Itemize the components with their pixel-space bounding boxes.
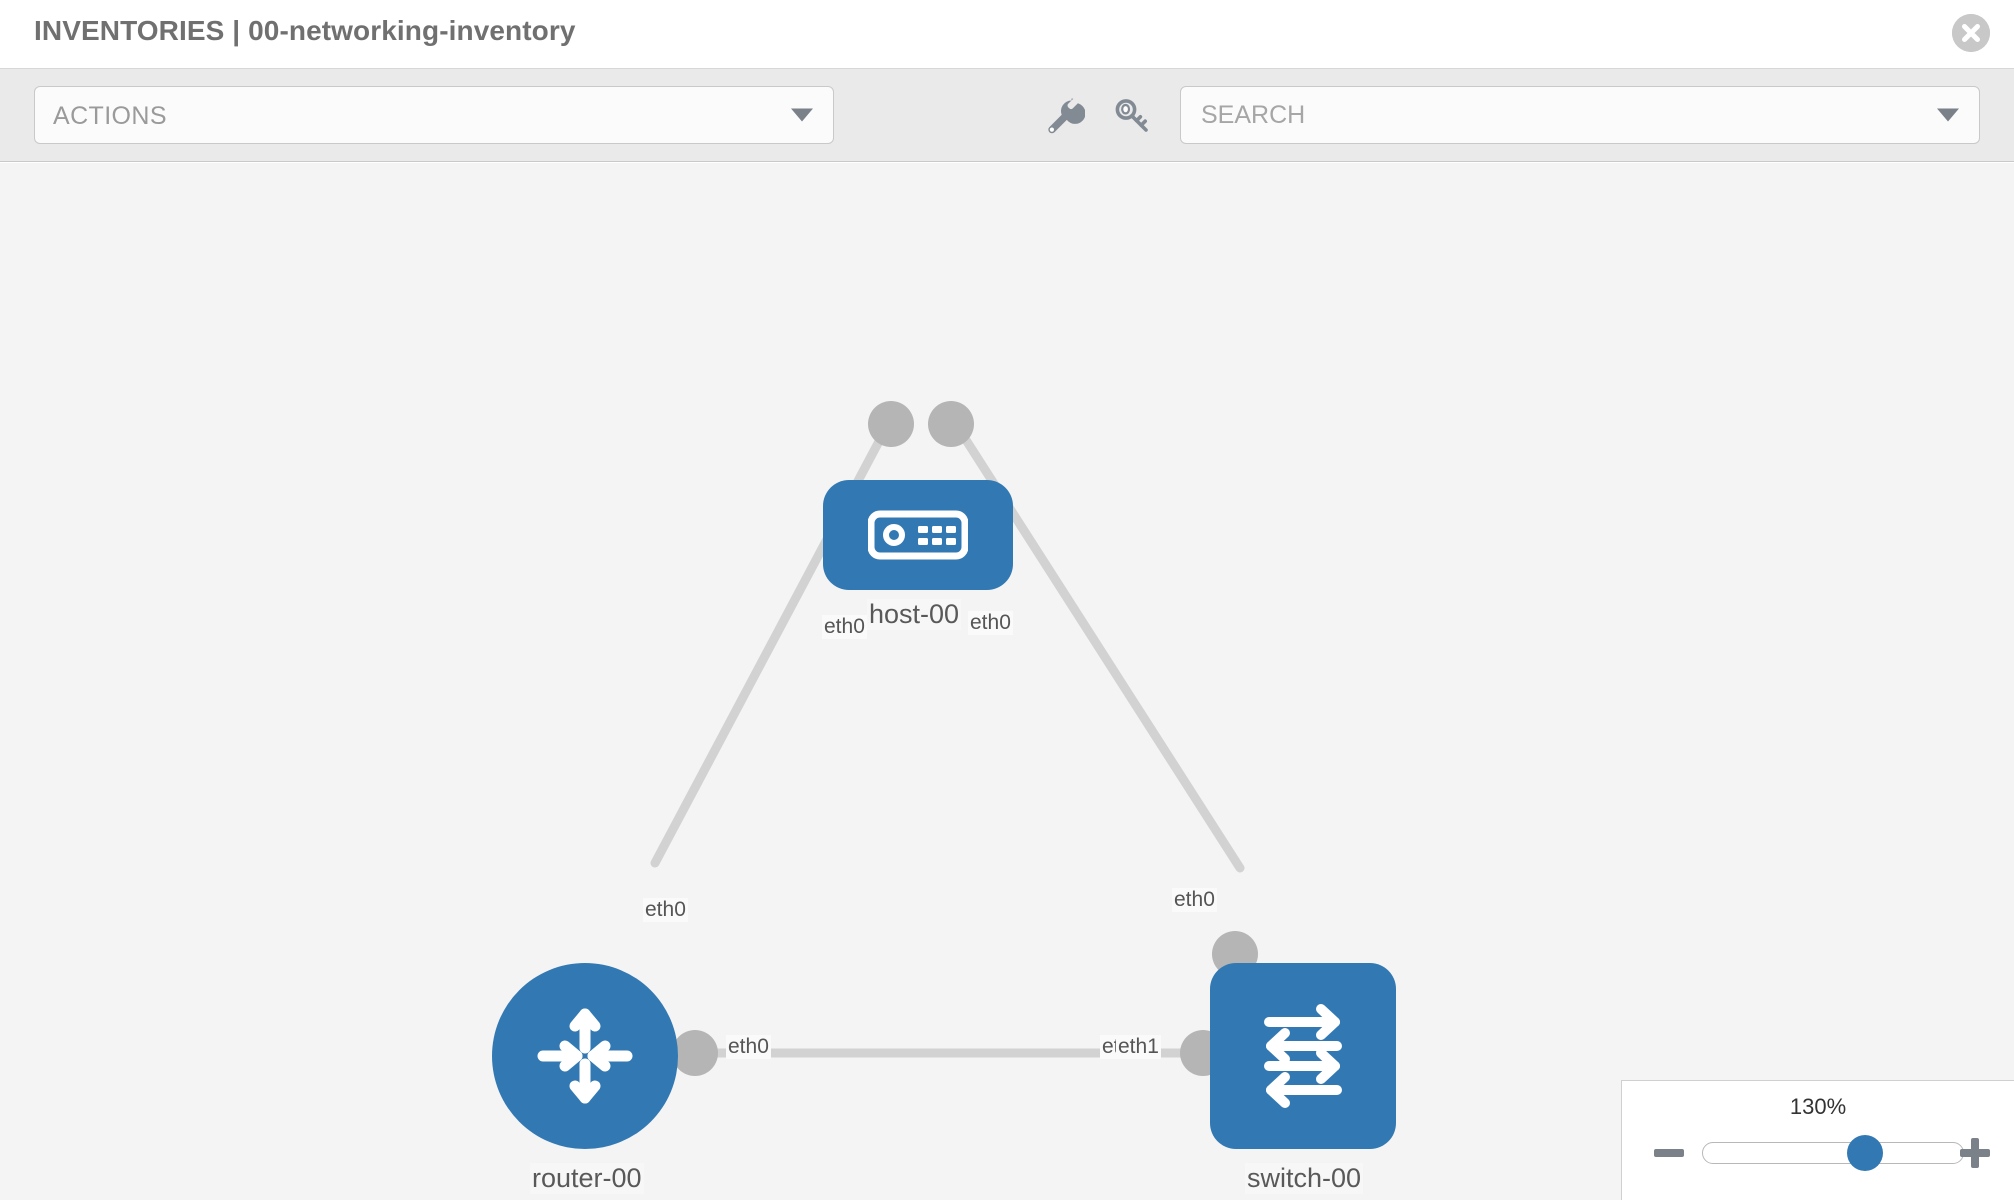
- router-arrows-icon: [537, 1008, 633, 1104]
- port-label-router-right: eth0: [726, 1035, 771, 1059]
- zoom-widget: 130%: [1621, 1080, 2014, 1200]
- node-label-host-00: host-00: [867, 599, 962, 630]
- server-icon: [868, 510, 968, 560]
- chevron-down-icon: [791, 108, 813, 122]
- node-router-00[interactable]: [492, 963, 678, 1149]
- page-title: INVENTORIES | 00-networking-inventory: [34, 15, 576, 46]
- search-box[interactable]: [1180, 86, 1980, 144]
- port-label-switch-left-front: eth1: [1116, 1035, 1161, 1059]
- topology-edges: [650, 410, 1245, 1058]
- port-label-switch-upper: eth0: [1172, 888, 1217, 912]
- topology-canvas[interactable]: eth0 host-00 eth0: [0, 163, 2014, 1200]
- port-label-host-left: eth0: [822, 615, 867, 639]
- zoom-slider-thumb[interactable]: [1847, 1135, 1884, 1171]
- switch-arrows-icon: [1264, 1004, 1342, 1108]
- toolbar: ACTIONS: [0, 69, 2014, 162]
- endpoint-router-right[interactable]: [672, 1030, 718, 1076]
- wrench-icon[interactable]: [1041, 94, 1085, 138]
- port-label-host-right: eth0: [968, 611, 1013, 635]
- page-header: INVENTORIES | 00-networking-inventory: [0, 0, 2014, 69]
- node-switch-00[interactable]: [1210, 963, 1396, 1149]
- search-chevron-down-icon[interactable]: [1937, 108, 1959, 122]
- node-label-switch-00: switch-00: [1245, 1163, 1364, 1194]
- port-label-router-upper: eth0: [643, 898, 688, 922]
- minus-icon[interactable]: [1652, 1133, 1686, 1173]
- node-label-router-00: router-00: [530, 1163, 644, 1194]
- actions-dropdown-label: ACTIONS: [53, 102, 167, 130]
- zoom-controls: [1622, 1133, 2014, 1173]
- node-host-00[interactable]: [823, 480, 1013, 590]
- plus-icon[interactable]: [1958, 1133, 1992, 1173]
- endpoint-host-right[interactable]: [928, 401, 974, 447]
- zoom-percent-label: 130%: [1789, 1094, 1847, 1119]
- zoom-slider-track[interactable]: [1702, 1135, 1964, 1171]
- search-input[interactable]: [1199, 87, 1899, 143]
- actions-dropdown[interactable]: ACTIONS: [34, 86, 834, 144]
- endpoint-host-left[interactable]: [868, 401, 914, 447]
- close-icon[interactable]: [1952, 14, 1990, 52]
- key-icon[interactable]: [1110, 94, 1154, 138]
